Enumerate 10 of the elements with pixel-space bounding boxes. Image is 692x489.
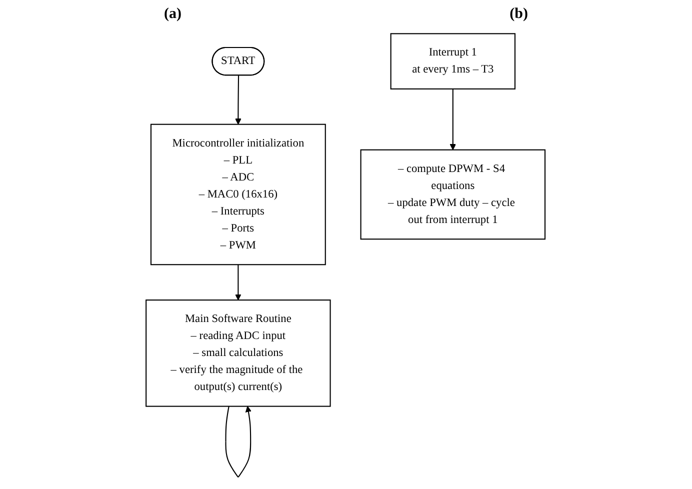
arrow [236,75,242,125]
arrow [450,88,456,150]
panel-label: (b) [510,6,528,23]
node-box: Interrupt 1 at every 1ms – T3 [390,33,516,90]
node-box: Main Software Routine – reading ADC input – small calculations – verify the magnitude of the output(s) current(s) [146,300,332,407]
node-box: – compute DPWM - S4 equations – update PWM duty – cycle out from interrupt 1 [360,149,546,240]
node-box: Microcontroller initialization – PLL – ADC – MAC0 (16x16) – Interrupts – Ports – PWM [150,124,326,266]
arrow [236,264,242,300]
panel-label: (a) [164,6,182,23]
arrow [226,406,252,478]
